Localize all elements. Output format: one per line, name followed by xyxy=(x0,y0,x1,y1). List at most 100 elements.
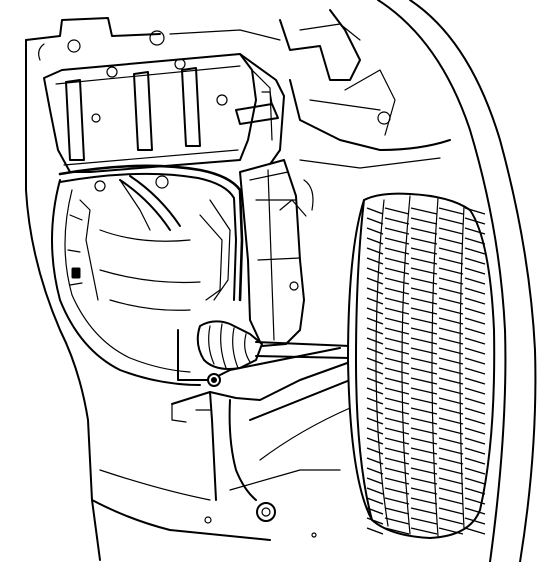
tread-line xyxy=(464,267,486,275)
tread-line xyxy=(464,307,486,315)
tread-line xyxy=(464,347,486,355)
tread-line xyxy=(384,477,410,485)
tread-line xyxy=(366,467,384,475)
tread-line xyxy=(438,527,464,535)
tread-line xyxy=(438,287,464,295)
tread-line xyxy=(384,337,410,345)
tread-line xyxy=(366,237,384,245)
tread-line xyxy=(410,437,438,445)
tread-line xyxy=(464,237,486,245)
tread-line xyxy=(384,327,410,335)
tread-line xyxy=(438,317,464,325)
tread-line xyxy=(438,507,464,515)
tread-line xyxy=(410,477,438,485)
tread-line xyxy=(464,297,486,305)
tread-line xyxy=(366,457,384,465)
tread-line xyxy=(410,387,438,395)
tread-line xyxy=(464,427,486,435)
tread-line xyxy=(438,307,464,315)
tread-line xyxy=(464,487,486,495)
tread-line xyxy=(384,277,410,285)
tread-line xyxy=(438,237,464,245)
tread-line xyxy=(438,357,464,365)
tread-line xyxy=(384,237,410,245)
tread-line xyxy=(410,337,438,345)
tread-line xyxy=(384,507,410,515)
tread-line xyxy=(384,287,410,295)
strut-tower xyxy=(235,91,314,347)
tread-line xyxy=(384,417,410,425)
tread-line xyxy=(366,297,384,305)
tread-line xyxy=(410,427,438,435)
tread-line xyxy=(410,217,438,225)
tread-line xyxy=(384,257,410,265)
tread-line xyxy=(438,277,464,285)
tread-line xyxy=(410,247,438,255)
tread-line xyxy=(384,377,410,385)
tread-line xyxy=(410,527,438,535)
tread-line xyxy=(410,237,438,245)
tread-line xyxy=(384,527,410,535)
tread-line xyxy=(384,437,410,445)
tread-line xyxy=(464,467,486,475)
tread-line xyxy=(464,367,486,375)
tread-line xyxy=(438,337,464,345)
tread-line xyxy=(438,457,464,465)
tread-line xyxy=(438,257,464,265)
tread-line xyxy=(464,497,486,505)
tread-line xyxy=(384,487,410,495)
tread-line xyxy=(366,317,384,325)
tread-line xyxy=(384,367,410,375)
tread-line xyxy=(464,227,486,235)
tread-line xyxy=(438,447,464,455)
tread-line xyxy=(410,327,438,335)
tread-line xyxy=(384,317,410,325)
tread-line xyxy=(384,297,410,305)
tread-line xyxy=(464,377,486,385)
tread-line xyxy=(410,297,438,305)
tread-line xyxy=(410,357,438,365)
tread-line xyxy=(464,527,486,535)
tread-line xyxy=(410,497,438,505)
tread-line xyxy=(366,507,384,515)
cv-boot xyxy=(196,320,351,370)
tread-line xyxy=(366,497,384,505)
tread-line xyxy=(464,477,486,485)
tread-line xyxy=(384,387,410,395)
tread-line xyxy=(464,397,486,405)
tread-line xyxy=(438,417,464,425)
tread-line xyxy=(410,227,438,235)
tread-line xyxy=(464,257,486,265)
tread-line xyxy=(464,437,486,445)
tread-line xyxy=(410,417,438,425)
tread-line xyxy=(410,397,438,405)
tread-line xyxy=(366,477,384,485)
tread-line xyxy=(366,397,384,405)
tread-line xyxy=(384,457,410,465)
tread-line xyxy=(464,457,486,465)
tread-line xyxy=(410,377,438,385)
tread-line xyxy=(366,217,384,225)
tread-line xyxy=(384,207,410,215)
tread-line xyxy=(384,307,410,315)
tread-line xyxy=(384,447,410,455)
tread-line xyxy=(366,487,384,495)
tread-line xyxy=(438,347,464,355)
tread-line xyxy=(366,437,384,445)
tread-line xyxy=(410,287,438,295)
tread-line xyxy=(438,407,464,415)
tread-line xyxy=(366,257,384,265)
tread-line xyxy=(438,217,464,225)
tread-line xyxy=(438,297,464,305)
tread-line xyxy=(438,497,464,505)
fender-liner xyxy=(51,179,201,386)
tread-line xyxy=(366,427,384,435)
tread-line xyxy=(410,317,438,325)
splash-shield xyxy=(43,53,285,173)
tread-line xyxy=(366,247,384,255)
tread-line xyxy=(384,497,410,505)
tread-line xyxy=(366,267,384,275)
tread-line xyxy=(464,277,486,285)
tread-line xyxy=(438,467,464,475)
